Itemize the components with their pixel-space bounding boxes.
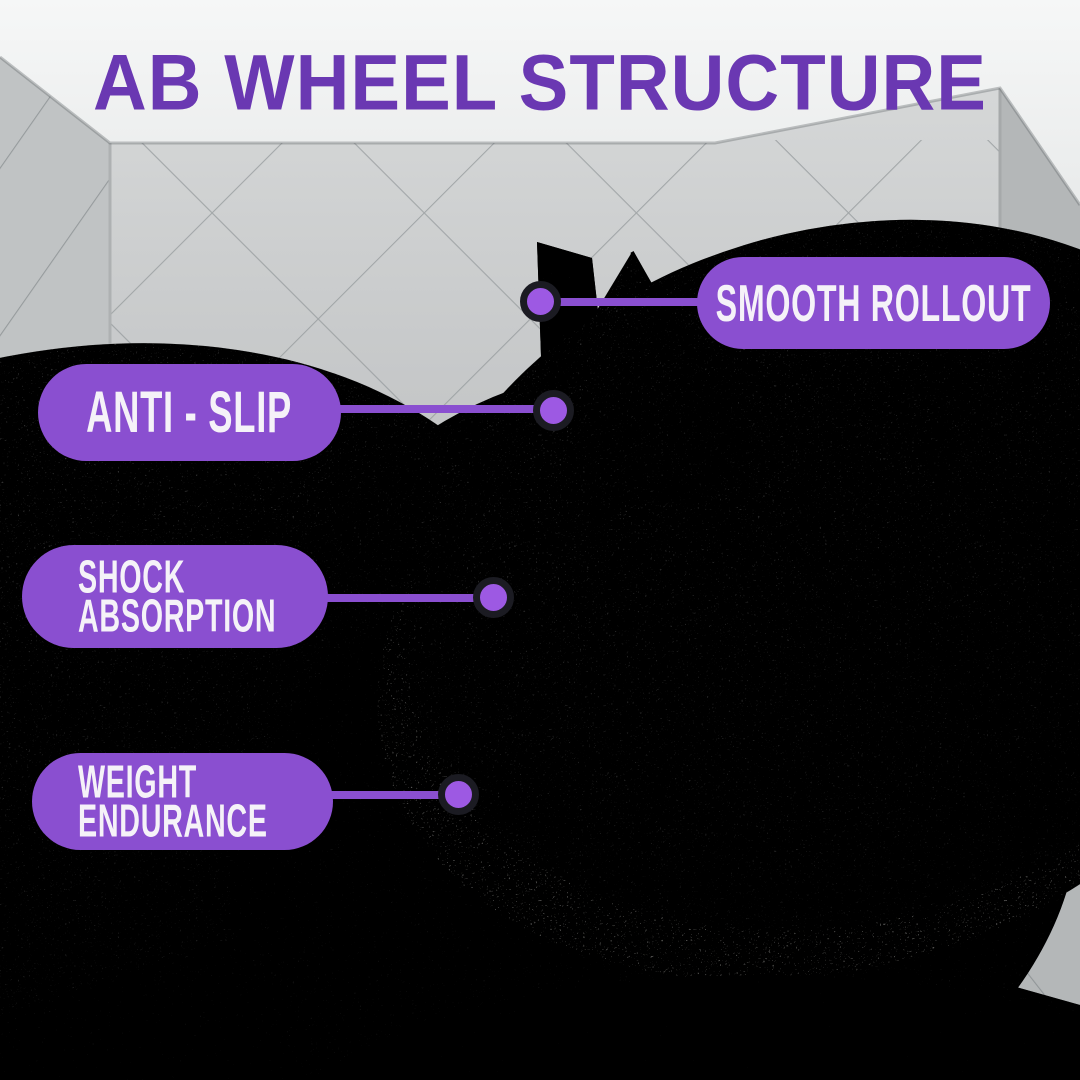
callout-anti-slip: ANTI - SLIP [38, 364, 341, 461]
callout-shock-line1: SHOCK [78, 550, 186, 603]
callout-anti-slip-label: ANTI - SLIP [86, 380, 293, 445]
callout-weight-endurance: WEIGHT ENDURANCE [32, 753, 333, 850]
callout-shock-line2: ABSORPTION [78, 589, 277, 642]
marker-dot-weight-endurance [438, 774, 479, 815]
callout-smooth-rollout: SMOOTH ROLLOUT [697, 257, 1050, 349]
bottom-dark-layer [310, 975, 1080, 1080]
marker-dot-shock-absorption [473, 577, 514, 618]
ceiling [0, 0, 1080, 205]
callout-weight-line1: WEIGHT [78, 755, 197, 808]
marker-dot-smooth-rollout [520, 281, 561, 322]
connector-anti-slip [334, 405, 556, 413]
callout-weight-line2: ENDURANCE [78, 794, 268, 847]
top-plate-layer [565, 251, 758, 506]
connector-weight-endurance [326, 791, 462, 799]
callout-shock-absorption: SHOCK ABSORPTION [22, 545, 328, 648]
marker-dot-anti-slip [533, 390, 574, 431]
connector-shock-absorption [320, 594, 496, 602]
connector-smooth-rollout [545, 298, 705, 306]
ceiling-edge [0, 55, 1080, 206]
callout-smooth-rollout-label: SMOOTH ROLLOUT [715, 273, 1032, 333]
page-title: AB WHEEL STRUCTURE [93, 39, 987, 127]
